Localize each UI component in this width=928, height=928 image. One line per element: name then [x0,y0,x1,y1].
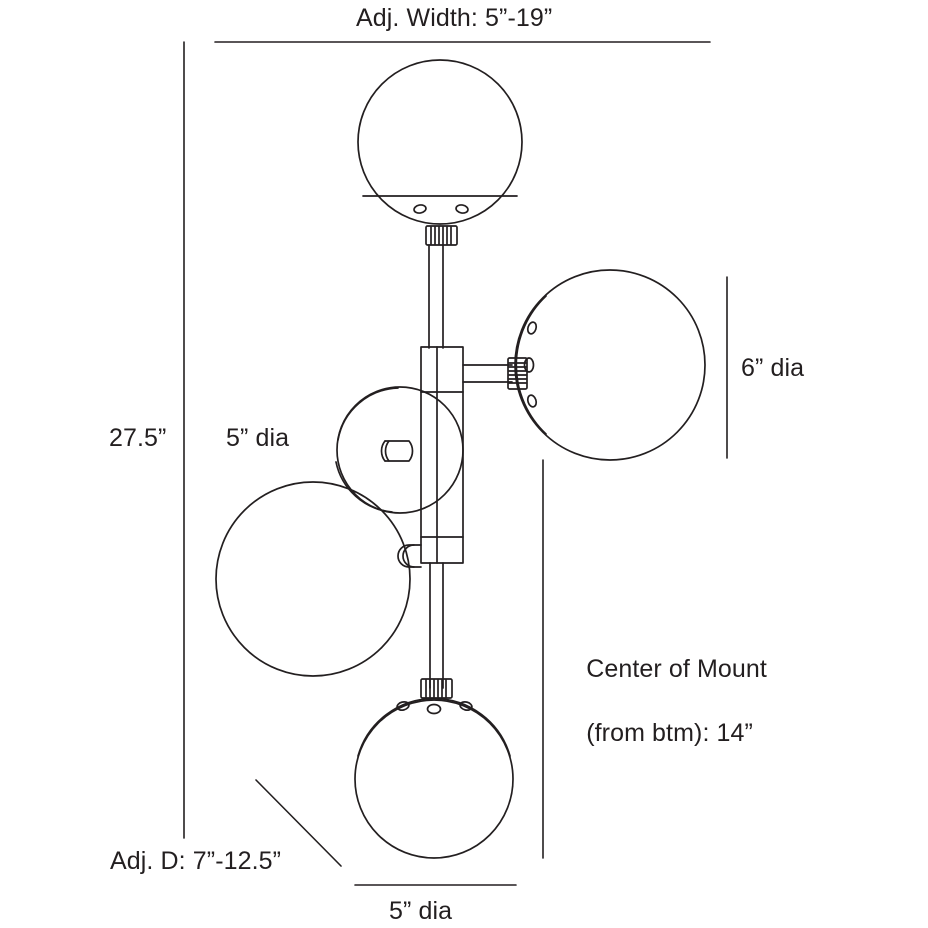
right-globe [514,269,706,461]
dimension-lines [183,41,728,886]
bottom-globe [354,697,514,859]
center-of-mount-line2: (from btm): 14” [586,719,753,747]
center-of-mount-label: Center of Mount (from btm): 14” [558,621,767,781]
right-arm [462,364,513,383]
depth-leader-line [255,779,342,867]
bottom-globe-diameter-label: 5” dia [389,897,453,925]
fixture-geometry [215,59,706,859]
top-globe-fitter-collar [425,225,458,246]
center-of-mount-line1: Center of Mount [586,655,767,683]
right-globe-fitter-collar [507,357,528,390]
upper-stem [428,244,444,349]
overall-height-label: 27.5” [109,424,167,452]
lower-stem [429,562,444,689]
left-globe-diameter-label: 5” dia [226,424,290,452]
adj-width-label: Adj. Width: 5”-19” [356,4,553,32]
bottom-globe-fitter-collar [420,678,453,699]
adj-depth-label: Adj. D: 7”-12.5” [110,847,282,875]
top-globe [357,59,523,225]
left-globe [215,481,411,677]
swivel-knuckle [397,544,422,568]
right-globe-diameter-label: 6” dia [741,354,805,382]
wall-backplate [335,386,464,514]
center-junction-block [420,346,464,564]
